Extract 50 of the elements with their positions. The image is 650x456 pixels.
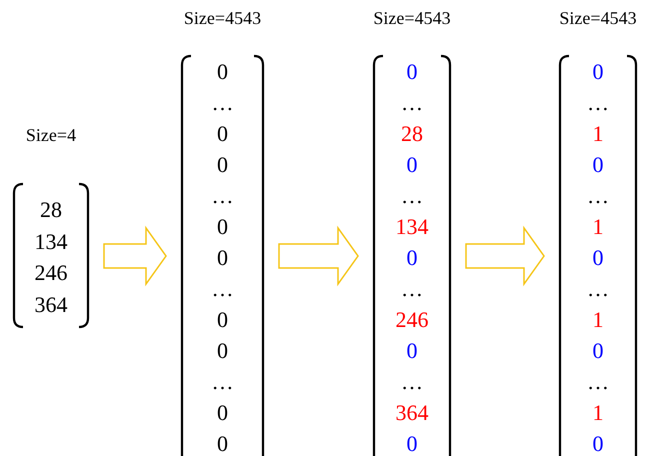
vector-entry: 0 [592, 153, 604, 177]
vector-entry: … [401, 370, 423, 394]
vector-entry: … [401, 184, 423, 208]
block-arrow [278, 226, 359, 286]
vector-entry: 0 [592, 339, 604, 363]
vector-entry: … [212, 91, 234, 115]
vector-entry: 364 [34, 292, 68, 316]
vector-entry: … [212, 277, 234, 301]
block-arrow [103, 226, 167, 286]
vector-entry: 28 [401, 122, 423, 146]
vector-entry: … [212, 370, 234, 394]
vector-entry: 0 [406, 153, 418, 177]
vector-entry: … [212, 184, 234, 208]
vector-entry: 0 [406, 60, 418, 84]
vector-entry: … [587, 370, 609, 394]
vector-entry: 134 [34, 230, 68, 254]
size-label: Size=4543 [373, 8, 451, 28]
vector-entry: 0 [217, 122, 228, 146]
vector-entry: 0 [217, 432, 228, 456]
vector-entry: 0 [217, 401, 228, 425]
vector-entry: 0 [592, 60, 604, 84]
vector-entry: 0 [406, 246, 418, 270]
vector-entry: 0 [592, 432, 604, 456]
vector-entry: … [401, 277, 423, 301]
vector-entry: 0 [217, 339, 228, 363]
vector-entry: … [587, 91, 609, 115]
vector-entry: … [587, 184, 609, 208]
vector-entry: 1 [592, 122, 604, 146]
vector-entry: 246 [34, 261, 68, 285]
vector-entry: 364 [396, 401, 428, 425]
vector-entry: 1 [592, 401, 604, 425]
vector-entry: 246 [396, 308, 428, 332]
vector-entry: 28 [40, 198, 62, 222]
vector-entry: 0 [406, 339, 418, 363]
vector-entry: 1 [592, 308, 604, 332]
vector-entry: 0 [217, 246, 228, 270]
vector-entry: … [587, 277, 609, 301]
vector-entry: … [401, 91, 423, 115]
size-label: Size=4543 [184, 8, 262, 28]
vector-entry: 0 [406, 432, 418, 456]
vector-entry: 0 [217, 60, 228, 84]
vector-entry: 0 [217, 153, 228, 177]
size-label: Size=4543 [559, 8, 637, 28]
vector-entry: 1 [592, 215, 604, 239]
vector-entry: 0 [217, 308, 228, 332]
vector-entry: 0 [217, 215, 228, 239]
size-label: Size=4 [26, 125, 76, 145]
vector-entry: 0 [592, 246, 604, 270]
vector-entry: 134 [396, 215, 428, 239]
block-arrow [465, 226, 545, 286]
